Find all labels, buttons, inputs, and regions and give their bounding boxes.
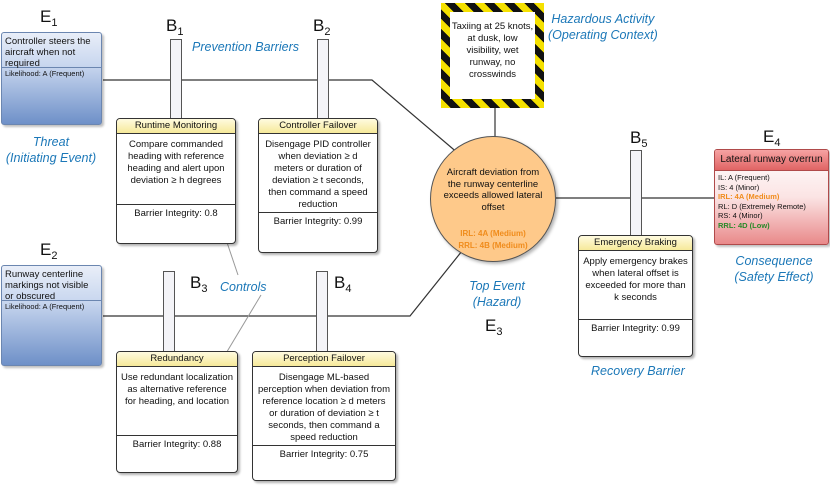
top-event-text: Aircraft deviation from the runway cente… — [443, 167, 543, 213]
consequence-rs: RS: 4 (Minor) — [718, 211, 763, 221]
consequence-rl: RL: D (Extremely Remote) — [718, 201, 806, 211]
barrier-b4-integrity: Barrier Integrity: 0.75 — [253, 445, 395, 463]
consequence-irl: IRL: 4A (Medium) — [718, 192, 780, 202]
hazardous-activity-text: Taxiing at 25 knots, at dusk, low visibi… — [450, 12, 535, 99]
barrier-b4-desc: Disengage ML-based perception when devia… — [257, 372, 391, 443]
label-b2: B2 — [313, 16, 331, 38]
label-b4: B4 — [334, 273, 352, 295]
barrier-b4-title: Perception Failover — [253, 352, 395, 367]
top-event-annotation: Top Event(Hazard) — [469, 279, 525, 309]
label-e2: E2 — [40, 240, 58, 262]
barrier-b5-title: Emergency Braking — [579, 236, 692, 251]
barrier-b1-desc: Compare commanded heading with reference… — [127, 139, 225, 186]
barrier-b1-integrity: Barrier Integrity: 0.8 — [117, 204, 235, 222]
threat1-path — [103, 79, 467, 161]
b5-post — [630, 150, 642, 238]
b3-post — [163, 271, 175, 354]
hazardous-activity-box[interactable]: Taxiing at 25 knots, at dusk, low visibi… — [441, 3, 544, 108]
threat2-path — [103, 245, 467, 317]
label-b1: B1 — [166, 16, 184, 38]
threat-e2[interactable]: Runway centerline markings not visible o… — [1, 265, 102, 366]
label-b3: B3 — [190, 273, 208, 295]
recovery-barrier-annotation: Recovery Barrier — [591, 364, 685, 378]
barrier-b3-desc: Use redundant localization as alternativ… — [121, 372, 233, 407]
threat-e1-likelihood: Likelihood: A (Frequent) — [2, 67, 101, 79]
prevention-barriers-annotation: Prevention Barriers — [192, 40, 299, 54]
threat-e1-text: Controller steers the aircraft when not … — [5, 36, 91, 69]
threat-e2-likelihood: Likelihood: A (Frequent) — [2, 300, 101, 312]
consequence-annotation: Consequence(Safety Effect) — [734, 254, 814, 284]
b4-post — [316, 271, 328, 354]
threat-annotation: Threat(Initiating Event) — [5, 135, 97, 165]
controls-annotation: Controls — [220, 280, 267, 294]
barrier-b4[interactable]: Perception Failover Disengage ML-based p… — [252, 351, 396, 481]
barrier-b2[interactable]: Controller Failover Disengage PID contro… — [258, 118, 378, 253]
b2-post — [317, 39, 329, 121]
label-e4: E4 — [763, 127, 781, 149]
consequence-title: Lateral runway overrun — [715, 150, 828, 171]
barrier-b3-title: Redundancy — [117, 352, 237, 367]
label-e1: E1 — [40, 7, 58, 29]
top-event-circle[interactable]: Aircraft deviation from the runway cente… — [430, 136, 556, 262]
threat-e1[interactable]: Controller steers the aircraft when not … — [1, 32, 102, 125]
b1-post — [170, 39, 182, 121]
barrier-b5-integrity: Barrier Integrity: 0.99 — [579, 319, 692, 337]
hazardous-activity-annotation: Hazardous Activity(Operating Context) — [548, 12, 658, 42]
barrier-b5-desc: Apply emergency brakes when lateral offs… — [583, 256, 688, 303]
consequence-rrl: RRL: 4D (Low) — [718, 220, 770, 230]
label-e3: E3 — [485, 316, 503, 338]
threat-e2-text: Runway centerline markings not visible o… — [5, 269, 89, 302]
barrier-b3-integrity: Barrier Integrity: 0.88 — [117, 435, 237, 453]
barrier-b2-title: Controller Failover — [259, 119, 377, 134]
barrier-b1-title: Runtime Monitoring — [117, 119, 235, 134]
barrier-b5[interactable]: Emergency Braking Apply emergency brakes… — [578, 235, 693, 357]
consequence-is: IS: 4 (Minor) — [718, 182, 760, 192]
top-event-irl: IRL: 4A (Medium) — [460, 229, 526, 238]
consequence-box[interactable]: Lateral runway overrun IL: A (Frequent) … — [714, 149, 829, 245]
barrier-b2-desc: Disengage PID controller when deviation … — [265, 139, 371, 210]
label-b5: B5 — [630, 128, 648, 150]
barrier-b2-integrity: Barrier Integrity: 0.99 — [259, 212, 377, 230]
top-event-rrl: RRL: 4B (Medium) — [458, 241, 528, 250]
barrier-b3[interactable]: Redundancy Use redundant localization as… — [116, 351, 238, 473]
consequence-il: IL: A (Frequent) — [718, 173, 770, 182]
barrier-b1[interactable]: Runtime Monitoring Compare commanded hea… — [116, 118, 236, 244]
